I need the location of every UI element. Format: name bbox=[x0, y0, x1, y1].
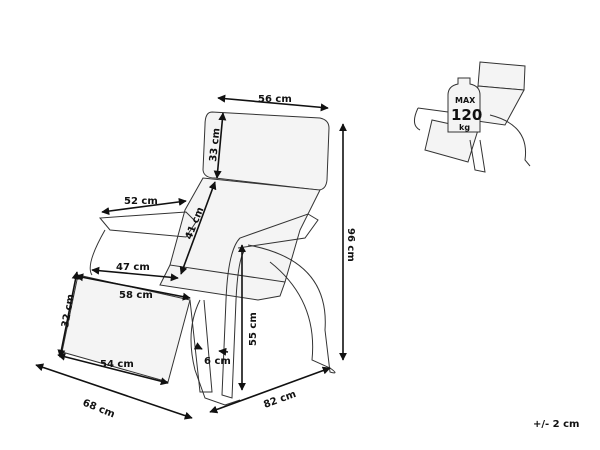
label-total-depth: 82 cm bbox=[262, 389, 297, 411]
label-total-height: 96 cm bbox=[345, 228, 356, 262]
label-armrest-width: 52 cm bbox=[124, 196, 158, 207]
rocker-right bbox=[247, 244, 336, 374]
dimension-arrows bbox=[35, 94, 347, 420]
label-armrest-height: 55 cm bbox=[248, 312, 259, 346]
rocker-base bbox=[190, 299, 241, 406]
label-headrest-height: 33 cm bbox=[208, 128, 222, 163]
label-total-width: 68 cm bbox=[81, 398, 116, 421]
label-seat-width: 47 cm bbox=[116, 262, 150, 273]
label-footrest-width: 54 cm bbox=[100, 359, 134, 370]
max-load-illustration: MAX 120 kg bbox=[414, 61, 531, 173]
label-frame-thickness: 6 cm bbox=[204, 356, 231, 367]
label-headrest-width: 56 cm bbox=[258, 94, 292, 105]
max-label: MAX bbox=[455, 96, 476, 105]
label-seat-depth: 58 cm bbox=[119, 290, 153, 301]
max-load-unit: kg bbox=[459, 123, 470, 132]
max-load-value: 120 bbox=[451, 106, 482, 124]
tolerance-note: +/- 2 cm bbox=[533, 419, 579, 430]
front-leg bbox=[189, 299, 213, 393]
weight-bottle-icon bbox=[447, 77, 481, 133]
